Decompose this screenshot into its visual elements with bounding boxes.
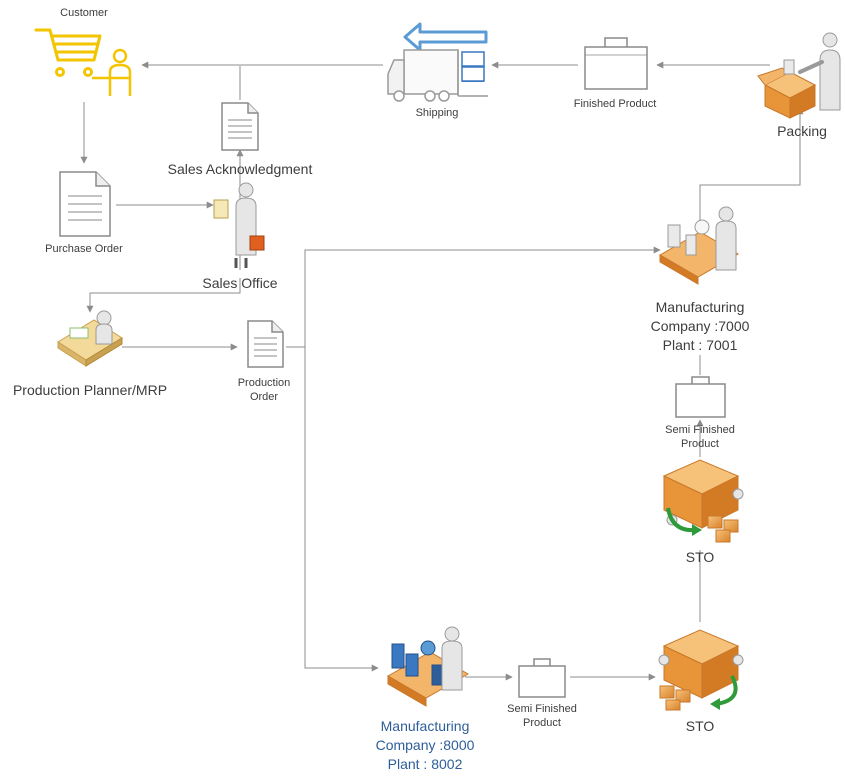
semi-finished-top-label: Semi Finished Product — [650, 423, 750, 452]
connector-sales-office-to-planner — [86, 278, 241, 313]
customer-label: Customer — [60, 7, 108, 19]
semi-finished-bottom-line2: Product — [523, 717, 561, 730]
semi-finished-bottom-label: Semi Finished Product — [494, 702, 590, 731]
connector-mfg7000-to-packing — [699, 107, 804, 232]
mfg-8000-line1: Manufacturing — [380, 718, 470, 734]
packing-label: Packing — [777, 123, 827, 139]
semi-finished-top-briefcase-icon — [675, 376, 726, 418]
connector-production-order-to-mfg8000 — [304, 347, 379, 672]
sales-office-label: Sales Office — [202, 275, 278, 291]
semi-finished-top-line1: Semi Finished — [665, 424, 735, 436]
connectors — [80, 61, 804, 681]
customer-person-icon — [92, 48, 132, 96]
shipping-label: Shipping — [415, 107, 459, 119]
sto-bottom-label: STO — [685, 718, 715, 734]
purchase-order-document-icon — [59, 171, 111, 237]
planner-label: Production Planner/MRP — [12, 382, 168, 398]
mfg-8000-line3: Plant : 8002 — [387, 755, 463, 772]
sto-bottom-crate-icon — [658, 629, 744, 711]
production-order-label: Production Order — [228, 376, 300, 405]
sales-office-person-icon — [213, 182, 265, 268]
semi-finished-bottom-briefcase-icon — [518, 658, 566, 698]
purchase-order-label: Purchase Order — [45, 243, 123, 255]
conveyor-8000-icon — [386, 626, 470, 707]
planner-desk-icon — [57, 310, 123, 367]
mfg-8000-label: Manufacturing Company :8000 Plant : 8002 — [364, 717, 486, 774]
mfg-7000-line1: Manufacturing — [655, 299, 745, 315]
briefcase-icon — [584, 37, 648, 90]
sto-top-crate-icon — [662, 459, 744, 543]
truck-icon — [387, 22, 488, 102]
semi-finished-bottom-line1: Semi Finished — [507, 703, 577, 715]
finished-product-label: Finished Product — [573, 98, 657, 110]
cart-icon — [34, 28, 102, 77]
mfg-7000-line3: Plant : 7001 — [662, 336, 738, 353]
packing-icon — [757, 32, 841, 119]
mfg-8000-line2: Company :8000 — [375, 736, 475, 753]
sales-ack-label: Sales Acknowledgment — [167, 161, 313, 177]
mfg-7000-label: Manufacturing Company :7000 Plant : 7001 — [640, 298, 760, 355]
connector-production-order-to-mfg7000 — [286, 246, 661, 348]
production-order-line2: Order — [249, 391, 279, 404]
sales-ack-document-icon — [221, 102, 259, 151]
sto-top-label: STO — [685, 549, 715, 565]
mfg-7000-line2: Company :7000 — [650, 317, 750, 334]
conveyor-7000-icon — [658, 206, 740, 285]
semi-finished-top-line2: Product — [681, 438, 719, 451]
production-order-document-icon — [247, 320, 284, 368]
production-order-line1: Production — [237, 377, 291, 389]
